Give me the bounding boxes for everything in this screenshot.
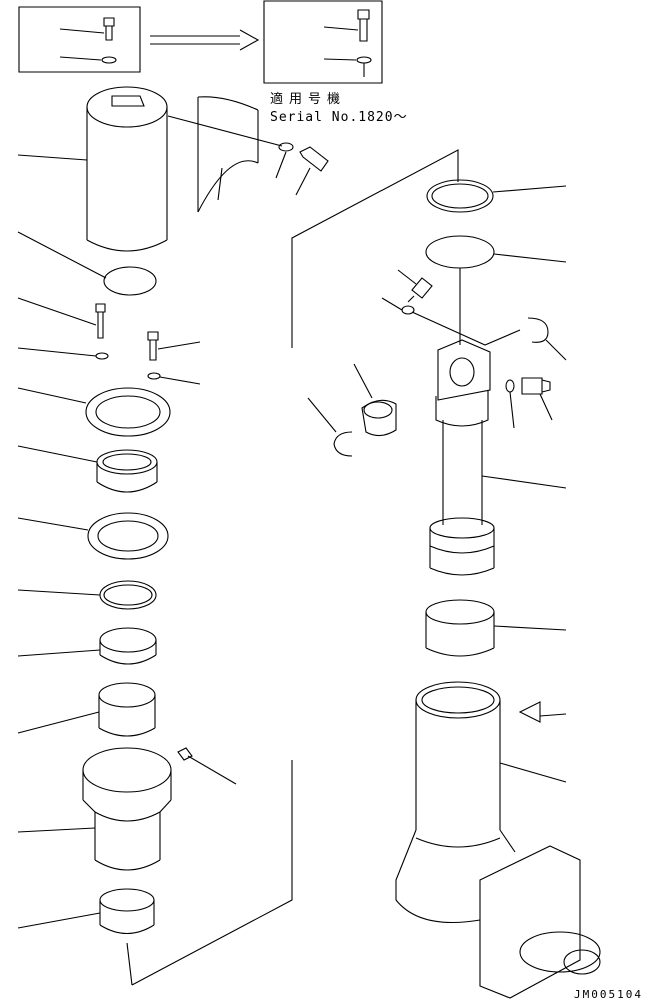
lower-flange-ring [18,513,168,559]
guard-plate [168,97,282,212]
assembly-bracket-left [132,760,292,985]
fitting-leader [412,312,520,345]
bushing [18,683,155,736]
inset-box-old [19,7,140,72]
grease-fitting [382,270,432,314]
circlip-right [528,318,566,360]
cylinder-body [430,340,566,575]
o-ring [18,232,156,295]
cover-cylinder [18,87,167,251]
flange-ring [18,388,170,436]
assembly-bracket-right [292,150,458,348]
washer-bolt-plate [276,143,328,195]
bottom-bushing [18,889,154,985]
washer-bolt-right [506,378,552,428]
drawing-code: JM005104 [574,988,643,1001]
bolt-washer-set [18,298,200,384]
housing [18,748,236,870]
bearing [18,446,157,492]
steering-knuckle [396,682,600,998]
serial-note-en: Serial No.1820～ [270,110,408,125]
snap-ring [18,581,156,609]
bearing-lower [18,628,156,664]
circlip-left [308,398,352,456]
o-ring-lower [426,236,566,345]
collar [354,364,396,436]
o-ring-upper [427,180,566,212]
serial-note-jp: 適用号機 [270,92,347,107]
arrow-icon [150,30,258,50]
bushing-right [426,600,566,656]
inset-box-new [264,1,382,83]
